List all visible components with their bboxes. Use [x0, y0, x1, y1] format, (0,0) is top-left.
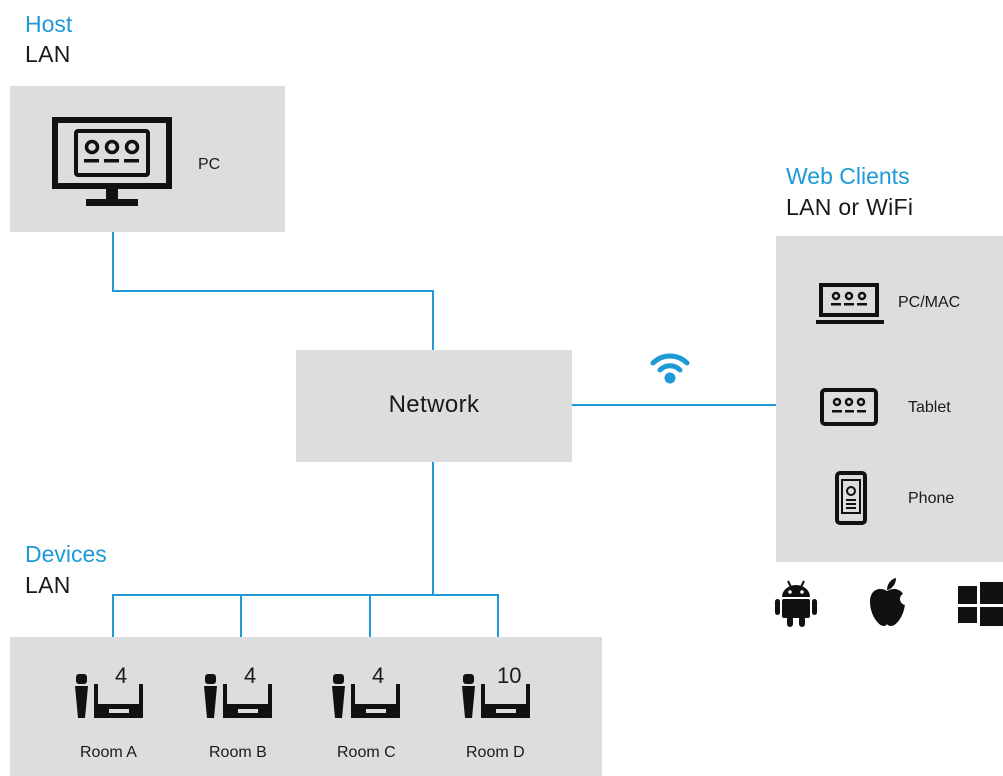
laptop-icon: [816, 282, 884, 328]
room-b-label: Room B: [209, 744, 267, 761]
devices-bus-horizontal: [112, 594, 499, 596]
web-clients-subtitle: LAN or WiFi: [786, 194, 914, 220]
host-subtitle: LAN: [25, 41, 71, 67]
host-network-link-vertical-1: [112, 232, 114, 291]
web-clients-box: PC/MAC Tablet Phone: [776, 236, 1003, 562]
device-drop-b: [240, 594, 242, 637]
mic-receiver-icon: [330, 670, 400, 720]
room-d-channel-count: 10: [497, 663, 522, 688]
room-b-channel-count: 4: [244, 663, 257, 688]
network-box: Network: [296, 350, 572, 462]
web-clients-title: Web Clients: [786, 163, 910, 189]
room-a-channel-count: 4: [115, 663, 128, 688]
host-pc-label: PC: [198, 156, 221, 173]
devices-title: Devices: [25, 541, 107, 567]
room-c-channel-count: 4: [372, 663, 385, 688]
monitor-icon: [52, 117, 172, 209]
phone-icon: [835, 471, 867, 525]
wifi-icon: [648, 348, 692, 386]
apple-icon: [866, 577, 908, 627]
network-devices-link-vertical: [432, 462, 434, 596]
device-drop-a: [112, 594, 114, 637]
room-a-label: Room A: [80, 744, 137, 761]
network-label: Network: [388, 391, 480, 418]
client-label-tablet: Tablet: [908, 399, 951, 416]
client-label-pcmac: PC/MAC: [898, 294, 961, 311]
device-drop-d: [497, 594, 499, 637]
client-label-phone: Phone: [908, 490, 955, 507]
room-c-label: Room C: [337, 744, 396, 761]
host-box: PC: [10, 86, 285, 232]
mic-receiver-icon: [460, 670, 530, 720]
mic-receiver-icon: [73, 670, 143, 720]
room-d-label: Room D: [466, 744, 525, 761]
devices-subtitle: LAN: [25, 572, 71, 598]
host-network-link-vertical-2: [432, 290, 434, 350]
mic-receiver-icon: [202, 670, 272, 720]
windows-icon: [958, 580, 1003, 626]
device-drop-c: [369, 594, 371, 637]
tablet-icon: [820, 388, 878, 426]
devices-box: 4 Room A 4 Room B 4 Room C: [10, 637, 602, 776]
network-clients-link: [572, 404, 777, 406]
host-network-link-horizontal: [112, 290, 434, 292]
android-icon: [775, 578, 817, 628]
host-title: Host: [25, 11, 73, 37]
